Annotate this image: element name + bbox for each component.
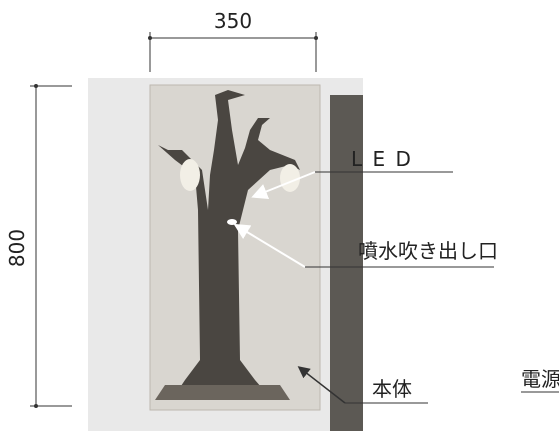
outlet-arrow xyxy=(233,223,306,268)
outlet-label: 噴水吹き出し口 xyxy=(358,239,498,263)
height-label: 800 xyxy=(5,229,29,267)
bird-right xyxy=(280,164,300,192)
body-arrow xyxy=(297,366,346,404)
width-tick-right xyxy=(314,36,318,40)
body-callout: 本体 xyxy=(297,366,428,404)
tree-roots xyxy=(155,385,290,400)
height-tick-bottom xyxy=(34,404,38,408)
power-callout: 電源 xyxy=(521,367,559,393)
photo xyxy=(88,78,363,431)
power-label: 電源 xyxy=(521,367,559,391)
dark-side-panel xyxy=(330,95,363,431)
fountain-outlet-hole xyxy=(227,219,237,225)
width-tick-left xyxy=(148,36,152,40)
bird-left xyxy=(180,159,200,191)
height-tick-top xyxy=(34,84,38,88)
body-label: 本体 xyxy=(372,377,412,401)
led-callout: L E D xyxy=(315,147,453,173)
height-dimension: 800 xyxy=(5,84,72,408)
led-arrow xyxy=(251,171,316,199)
outlet-callout: 噴水吹き出し口 xyxy=(305,239,498,268)
width-dimension: 350 xyxy=(148,9,318,72)
led-label: L E D xyxy=(351,147,413,171)
width-label: 350 xyxy=(214,9,252,33)
